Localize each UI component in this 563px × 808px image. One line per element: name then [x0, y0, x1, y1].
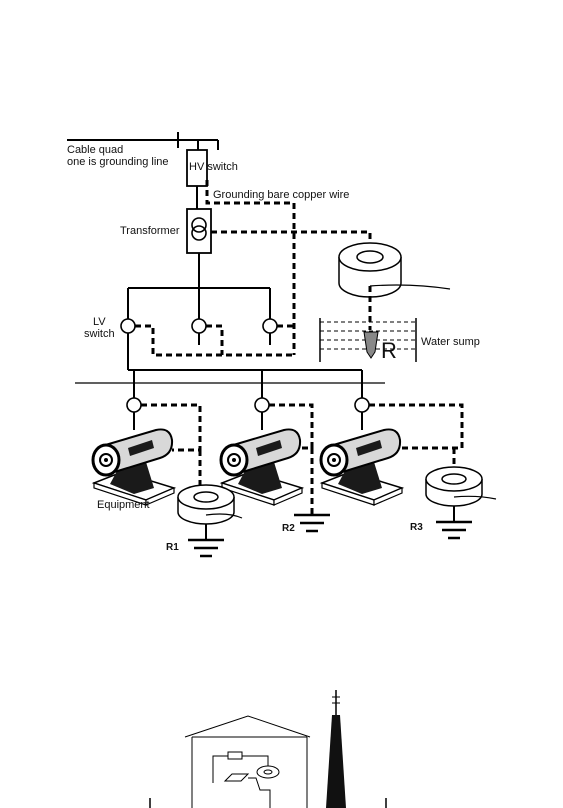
label-r1: R1 [166, 542, 179, 553]
label-grounding-wire: Grounding bare copper wire [213, 189, 349, 201]
tower [326, 690, 346, 808]
current-transformer-top [338, 242, 451, 298]
label-hv-switch: HV switch [189, 161, 238, 173]
equipment-machine-1 [91, 427, 176, 507]
label-transformer: Transformer [120, 225, 180, 237]
label-water-sump: Water sump [421, 336, 480, 348]
lv-switch-3 [262, 318, 278, 334]
equipment-machine-3 [319, 427, 404, 507]
transformer-box [186, 208, 212, 254]
label-r2: R2 [282, 523, 295, 534]
building [149, 715, 387, 808]
equipment-switch-3 [354, 397, 370, 413]
label-resistor-r: R [381, 338, 397, 363]
label-cable-quad: Cable quad [67, 144, 123, 156]
label-r3: R3 [410, 522, 423, 533]
equipment-switch-2 [254, 397, 270, 413]
lv-switch-1 [120, 318, 136, 334]
label-lv: LV [93, 316, 106, 328]
current-transformer-r3 [425, 466, 497, 507]
ground-symbol-r2 [292, 513, 332, 533]
ground-symbol-r1 [186, 538, 226, 558]
lv-switch-2 [191, 318, 207, 334]
ground-symbol-r3 [434, 520, 474, 540]
equipment-switch-1 [126, 397, 142, 413]
label-switch: switch [84, 328, 115, 340]
label-grounding-line: one is grounding line [67, 156, 169, 168]
label-equipment: Equipment [97, 499, 150, 511]
water-sump [319, 318, 417, 362]
